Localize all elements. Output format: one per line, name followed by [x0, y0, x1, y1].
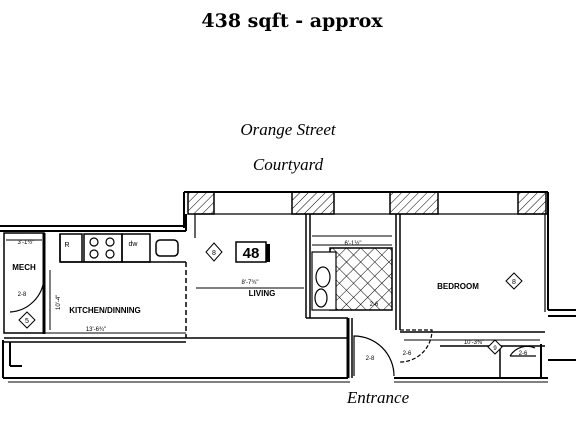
living-tag: 8 [212, 250, 216, 257]
unit-number: 48 [243, 245, 260, 262]
kitchen-height-dim: 10'-4" [56, 295, 62, 310]
mech-door-dim: 2-8 [18, 292, 27, 298]
bedroom-room-label: BEDROOM [437, 282, 479, 291]
unit-number-shadow [266, 244, 270, 262]
exterior-walls [0, 191, 576, 383]
entry-door-dim: 2-8 [366, 356, 375, 362]
dishwasher-label: dw [129, 241, 139, 248]
bedroom-tag: 8 [512, 279, 516, 286]
bedroom-width-dim: 10'-3⅜" [464, 340, 484, 346]
bathroom [311, 244, 393, 311]
dimension-lines [6, 235, 540, 341]
closet-tag-diamond [487, 339, 503, 355]
living-tag-diamond [205, 242, 223, 262]
bedroom-door-dim: 2-6 [403, 351, 412, 357]
bedroom-tag-diamond [505, 272, 523, 290]
area-label: 438 sqft - approx [201, 10, 383, 32]
mech-tag: 5 [25, 318, 29, 325]
closet-door-dim: 2-6 [519, 351, 528, 357]
street-label: Orange Street [240, 120, 336, 139]
mech-tag-diamond [18, 311, 36, 329]
refrigerator-label: R [64, 242, 69, 249]
kitchen-width-dim: 13'-6¾" [86, 327, 106, 333]
wall-columns [187, 191, 547, 215]
kitchen-room-label: KITCHEN/DINNING [69, 306, 141, 315]
doors [9, 277, 536, 377]
closet-tag: 9 [493, 346, 497, 352]
bath-door-dim: 2-6 [370, 302, 379, 308]
mech-width-dim: 3'-1½" [18, 239, 35, 246]
courtyard-label: Courtyard [253, 155, 324, 174]
living-room-label: LIVING [249, 289, 276, 298]
mech-room-label: MECH [12, 263, 36, 272]
tag-markers [18, 242, 523, 355]
stove [89, 237, 115, 259]
bath-width-dim: 6'-1½" [345, 240, 362, 247]
living-width-dim: 8'-7¾" [242, 280, 259, 286]
entrance-label: Entrance [346, 388, 410, 407]
